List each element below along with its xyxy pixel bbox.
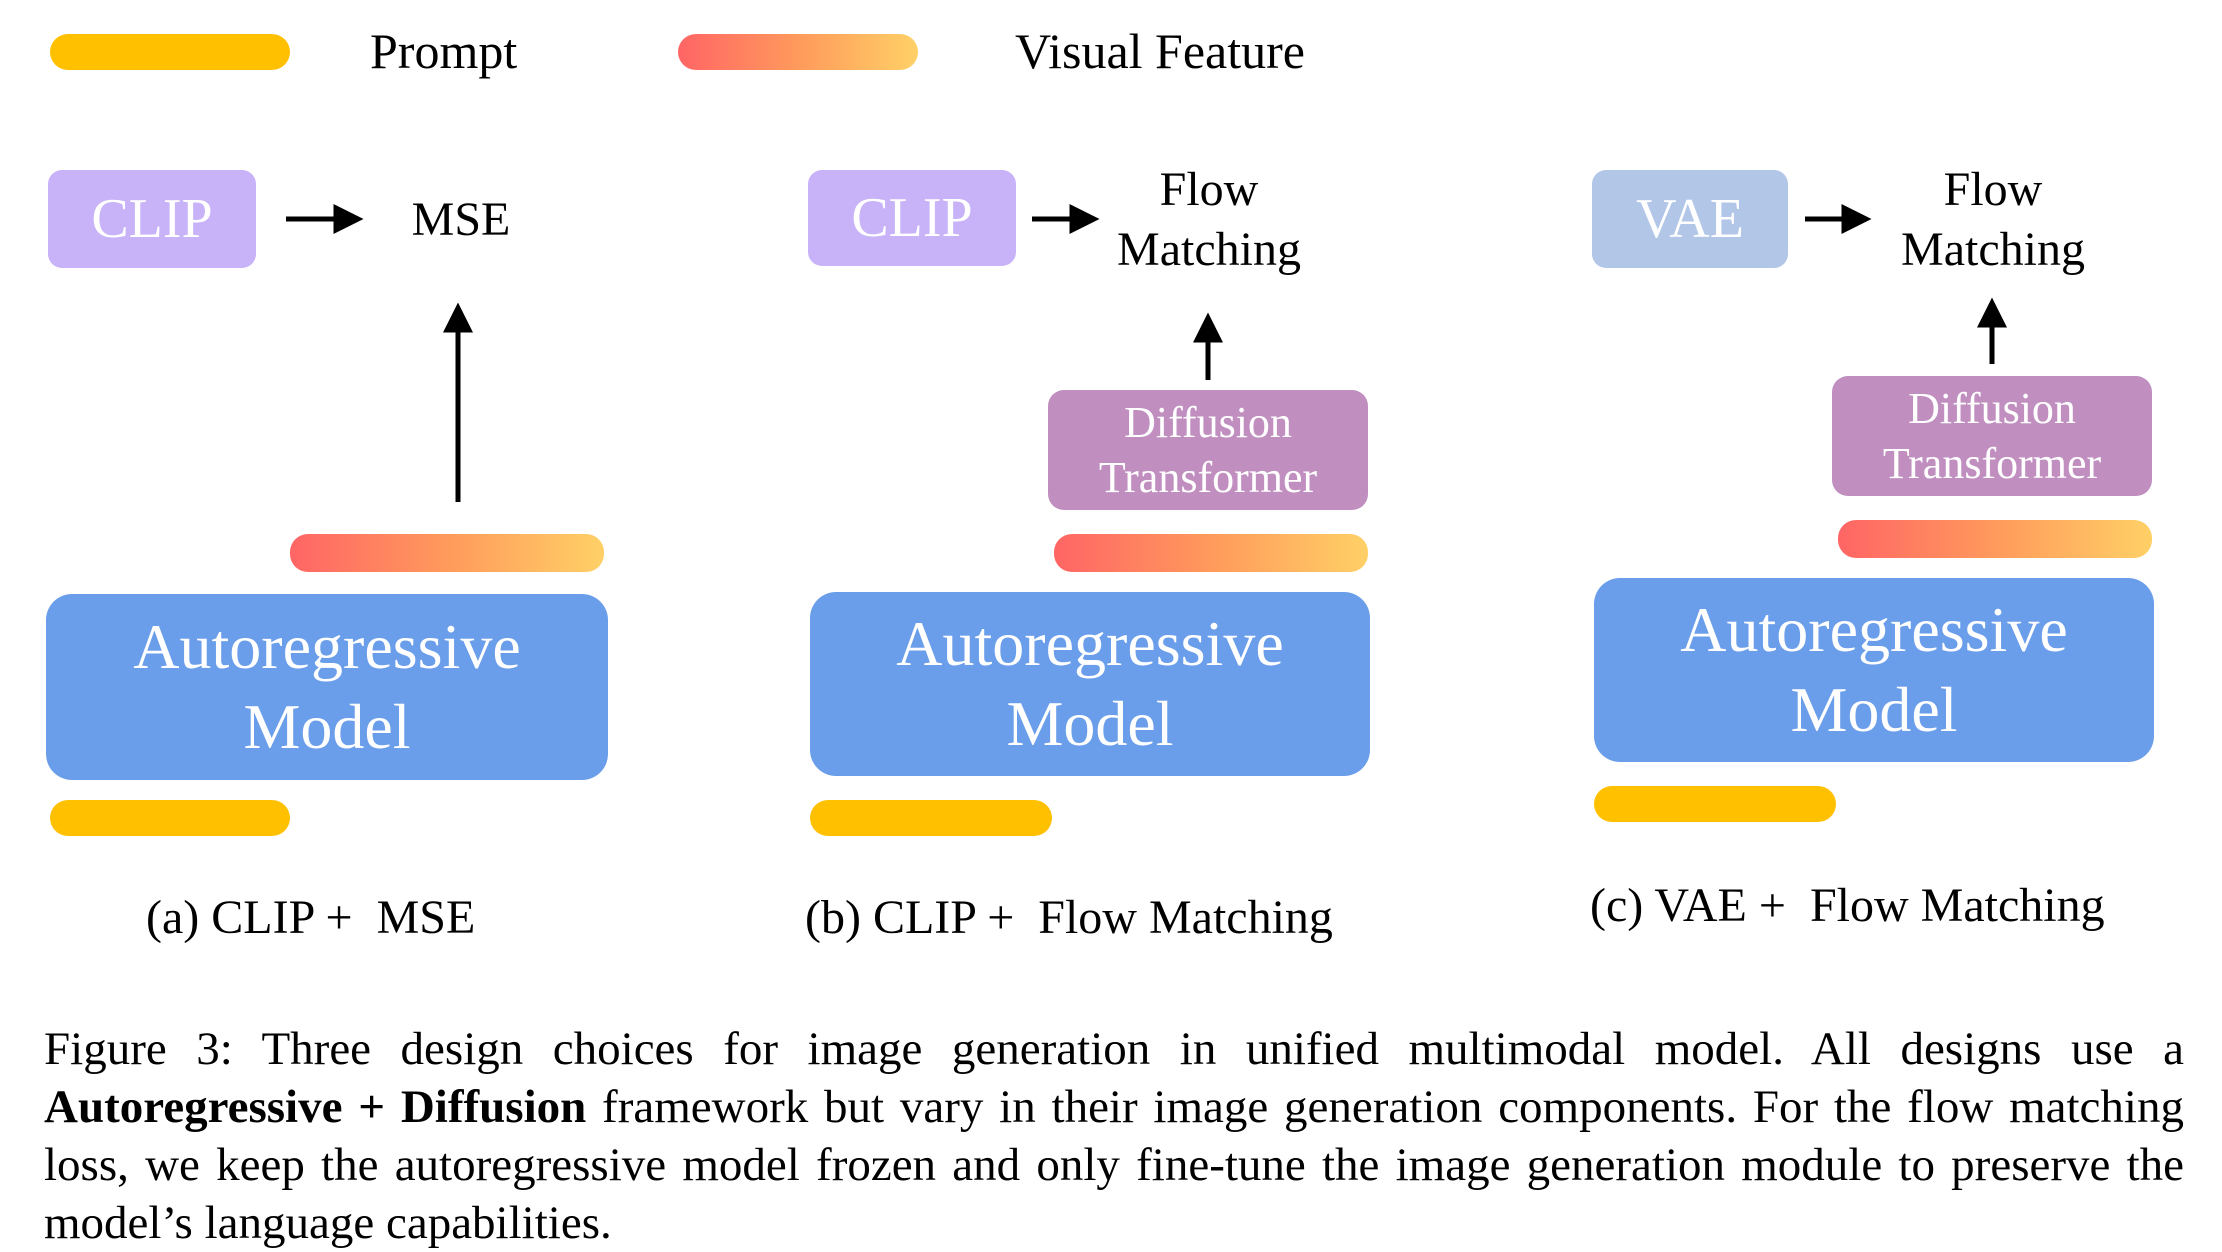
panel-c-dit-line2: Transformer (1882, 439, 2102, 488)
panel-b-target-line2: Matching (1117, 223, 1301, 276)
panel-a-clip-box: CLIP (48, 170, 256, 268)
figure-caption-prefix: Figure 3: Three design choices for image… (44, 1023, 2184, 1075)
panel-c-autoregressive-model: Autoregressive Model (1594, 578, 2154, 762)
panel-a-visual-feature-bar (290, 534, 604, 572)
panel-a-target-mse: MSE (411, 193, 511, 246)
panel-b-target-line1: Flow (1159, 163, 1259, 216)
panel-c-vae-label: VAE (1636, 188, 1744, 250)
panel-c-vae-box: VAE (1592, 170, 1788, 268)
panel-b-visual-feature-bar (1054, 534, 1368, 572)
panel-b-target-flow-matching: Flow Matching (1094, 160, 1324, 280)
figure-caption: Figure 3: Three design choices for image… (44, 1020, 2184, 1252)
panel-b-diffusion-transformer: Diffusion Transformer (1048, 390, 1368, 510)
panel-b-model-line2: Model (1006, 688, 1174, 759)
panel-a-caption: (a) CLIP + MSE (146, 891, 476, 944)
panel-b-prompt-bar (810, 800, 1052, 836)
panel-b-dit-line1: Diffusion (1124, 398, 1292, 447)
panel-b-clip-box: CLIP (808, 170, 1016, 266)
panel-b-autoregressive-model: Autoregressive Model (810, 592, 1370, 776)
panel-a-prompt-bar (50, 800, 290, 836)
panel-a-autoregressive-model: Autoregressive Model (46, 594, 608, 780)
panel-c-prompt-bar (1594, 786, 1836, 822)
panel-c-diffusion-transformer: Diffusion Transformer (1832, 376, 2152, 496)
panel-a-model-line1: Autoregressive (133, 611, 521, 682)
panel-c-caption: (c) VAE + Flow Matching (1590, 879, 2105, 932)
panel-c-visual-feature-bar (1838, 520, 2152, 558)
panel-b-model-line1: Autoregressive (896, 608, 1284, 679)
legend-visual-feature-label: Visual Feature (1015, 23, 1305, 79)
panel-c-target-line1: Flow (1943, 163, 2043, 216)
legend-prompt-label: Prompt (370, 23, 518, 79)
figure-caption-bold: Autoregressive + Diffusion (44, 1081, 587, 1133)
panel-b-dit-line2: Transformer (1098, 453, 1318, 502)
panel-a-model-line2: Model (243, 691, 411, 762)
figure-caption-suffix: framework but vary in their image genera… (44, 1081, 2184, 1249)
panel-c-target-flow-matching: Flow Matching (1878, 160, 2108, 280)
panel-c-model-line1: Autoregressive (1680, 594, 2068, 665)
panel-b-clip-label: CLIP (851, 187, 973, 249)
legend-prompt-swatch (50, 34, 290, 70)
panel-c-target-line2: Matching (1901, 223, 2085, 276)
legend-visual-feature-swatch (678, 34, 918, 70)
panel-c-dit-line1: Diffusion (1908, 384, 2076, 433)
panel-a-clip-label: CLIP (91, 188, 213, 250)
panel-c-model-line2: Model (1790, 674, 1958, 745)
panel-b-caption: (b) CLIP + Flow Matching (805, 891, 1333, 944)
